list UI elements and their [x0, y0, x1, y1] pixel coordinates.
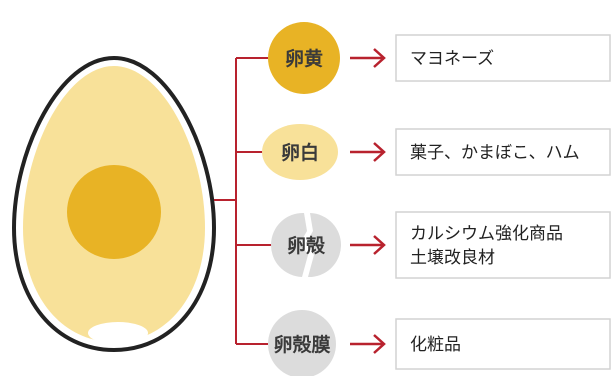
shell-right-half	[306, 213, 341, 278]
arrow-head	[373, 142, 386, 162]
use-box-frame	[395, 128, 611, 176]
shell-left-half	[271, 212, 308, 277]
part-label: 卵殻膜	[273, 333, 330, 356]
part-label: 卵殻	[287, 234, 326, 257]
use-text: カルシウム強化商品	[410, 224, 563, 244]
use-box: 化粧品	[395, 318, 611, 370]
use-box: 菓子、かまぼこ、ハム	[395, 128, 611, 176]
use-box-frame	[395, 318, 611, 370]
part-circle	[268, 310, 336, 376]
use-box-frame	[395, 34, 611, 82]
part-node: 卵殻膜	[268, 310, 336, 376]
part-node: 卵白	[262, 124, 338, 180]
part-node: 卵殻	[271, 212, 341, 278]
use-text: 菓子、かまぼこ、ハム	[410, 143, 580, 163]
arrow-head	[373, 235, 386, 255]
use-text: マヨネーズ	[410, 49, 494, 69]
part-circle	[268, 22, 340, 94]
part-label: 卵白	[281, 141, 319, 164]
use-box-frame	[395, 211, 611, 279]
use-text: 土壌改良材	[410, 248, 495, 268]
connector-lines	[214, 48, 386, 354]
arrow-head	[373, 334, 386, 354]
use-box: マヨネーズ	[395, 34, 611, 82]
egg-illustration	[11, 55, 217, 353]
part-circle	[262, 124, 338, 180]
use-text: 化粧品	[410, 335, 461, 355]
egg-yolk	[67, 165, 161, 259]
part-node: 卵黄	[268, 22, 340, 94]
arrow-head	[373, 48, 386, 68]
part-label: 卵黄	[285, 47, 323, 70]
air-cell	[88, 322, 148, 344]
